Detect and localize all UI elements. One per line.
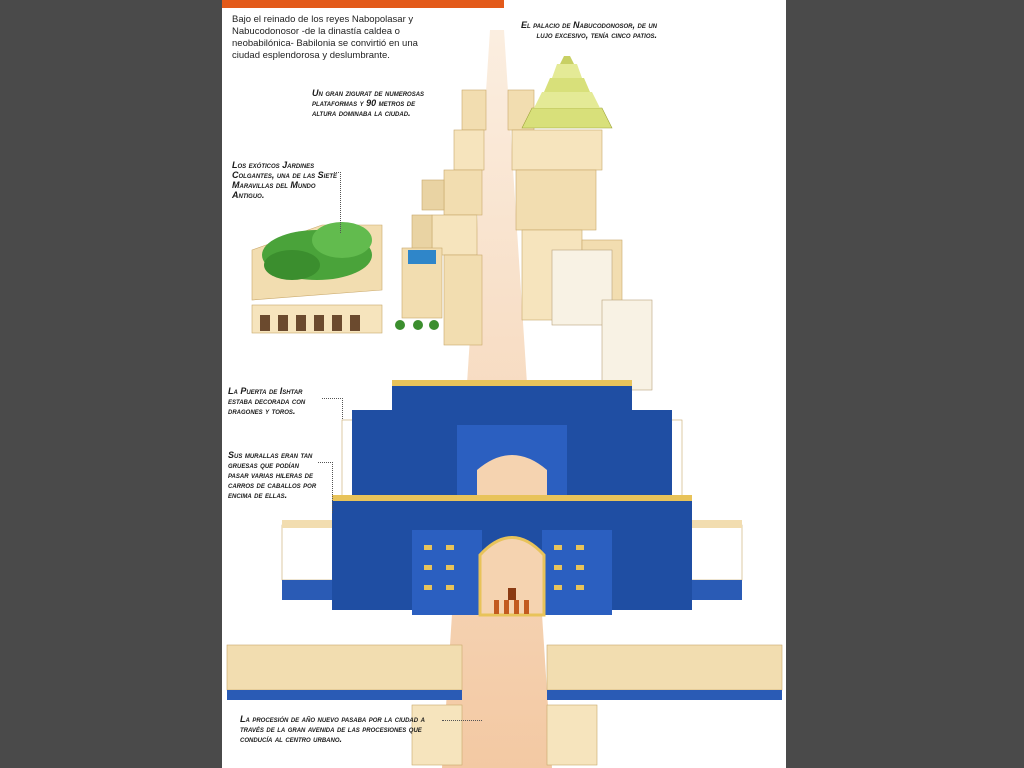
ishtar-gate-back xyxy=(352,380,672,515)
leader-line-walls xyxy=(318,462,333,513)
hanging-gardens xyxy=(251,222,443,334)
foreground-walls xyxy=(226,644,783,766)
leader-line-gardens xyxy=(334,172,341,233)
procession-figures xyxy=(494,588,529,614)
caption-ishtar: La Puerta de Ishtar estaba decorada con … xyxy=(228,386,306,416)
caption-procession: La procesión de año nuevo pasaba por la … xyxy=(240,714,425,744)
infographic-panel: Bajo el reinado de los reyes Nabopolasar… xyxy=(222,0,786,768)
title-banner-strip xyxy=(222,0,504,8)
babylon-illustration xyxy=(226,30,783,768)
ziggurat xyxy=(521,56,613,129)
leader-line-ishtar xyxy=(322,398,343,419)
caption-walls: Sus murallas eran tan gruesas que podían… xyxy=(228,450,317,500)
intro-text: Bajo el reinado de los reyes Nabopolasar… xyxy=(232,14,418,61)
city-blocks-left xyxy=(411,89,487,346)
caption-ziggurat: Un gran zigurat de numerosas plataformas… xyxy=(312,88,425,118)
leader-line-procession xyxy=(442,720,482,722)
caption-palace: El palacio de Nabucodonosor, de un lujo … xyxy=(520,20,657,40)
city-blocks-right xyxy=(507,89,653,391)
caption-gardens: Los exóticos Jardines Colgantes, una de … xyxy=(232,160,338,200)
